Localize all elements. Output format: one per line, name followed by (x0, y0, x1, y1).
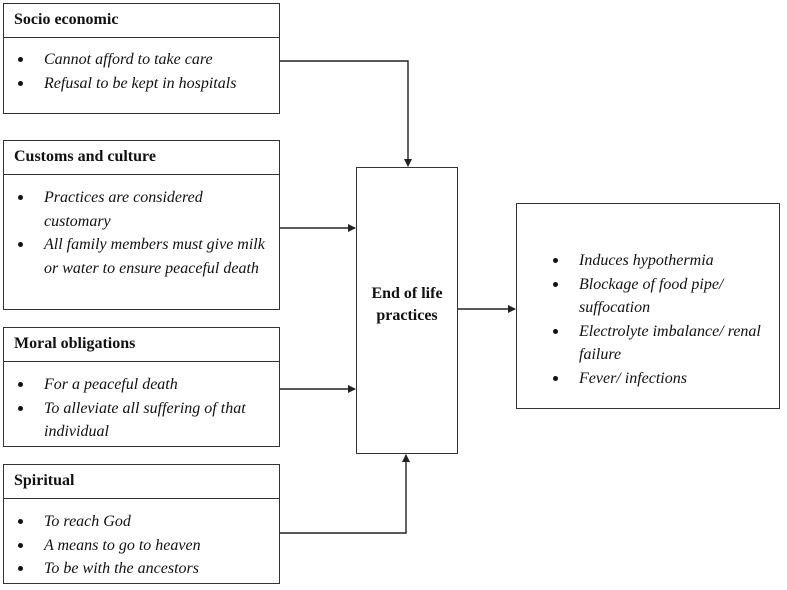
list-item: Induces hypothermia (553, 249, 771, 273)
arrow-spiritual-to-center (280, 454, 410, 534)
list-item: Blockage of food pipe/ suffocation (553, 273, 771, 320)
factor-box-moral-obligations: Moral obligations For a peaceful death T… (3, 327, 280, 447)
factor-title: Moral obligations (4, 328, 279, 362)
factor-box-spiritual: Spiritual To reach God A means to go to … (3, 464, 280, 584)
list-item: Fever/ infections (553, 367, 771, 391)
list-item: Refusal to be kept in hospitals (18, 72, 271, 96)
list-item: To alleviate all suffering of that indiv… (18, 397, 271, 444)
outcomes-box: Induces hypothermia Blockage of food pip… (516, 203, 780, 409)
factor-box-socio-economic: Socio economic Cannot afford to take car… (3, 3, 280, 114)
factor-title: Socio economic (4, 4, 279, 38)
list-item: To reach God (18, 510, 271, 534)
list-item: For a peaceful death (18, 373, 271, 397)
factor-list: For a peaceful death To alleviate all su… (4, 373, 279, 444)
factor-box-customs-and-culture: Customs and culture Practices are consid… (3, 140, 280, 310)
list-item: Electrolyte imbalance/ renal failure (553, 320, 771, 367)
list-item: Cannot afford to take care (18, 48, 271, 72)
arrow-socio-to-center (280, 60, 412, 167)
list-item: A means to go to heaven (18, 534, 271, 558)
factor-list: Practices are considered customary All f… (4, 186, 279, 280)
center-box: End of life practices (356, 167, 458, 454)
factor-list: To reach God A means to go to heaven To … (4, 510, 279, 581)
list-item: Practices are considered customary (18, 186, 271, 233)
factor-title: Customs and culture (4, 141, 279, 175)
list-item: All family members must give milk or wat… (18, 233, 271, 280)
list-item: To be with the ancestors (18, 557, 271, 581)
center-label: End of life practices (371, 285, 443, 324)
factor-list: Cannot afford to take care Refusal to be… (4, 48, 279, 95)
outcomes-list: Induces hypothermia Blockage of food pip… (517, 249, 779, 390)
factor-title: Spiritual (4, 465, 279, 499)
